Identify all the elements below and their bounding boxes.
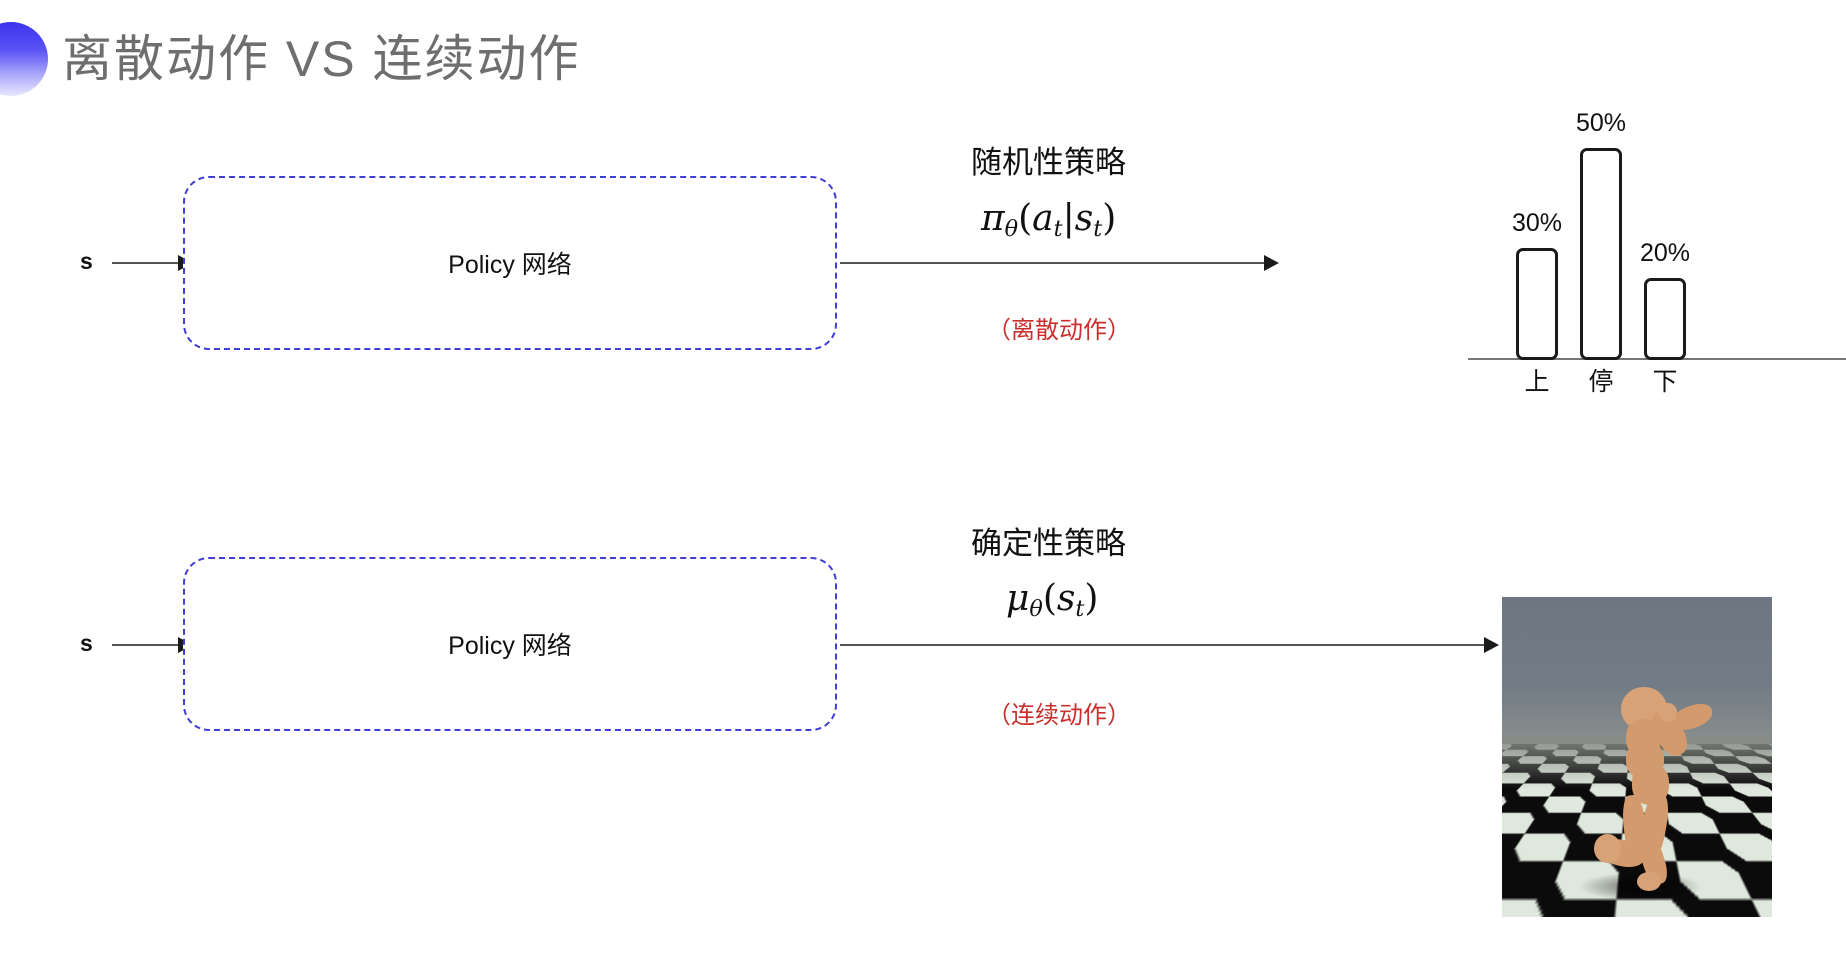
bar-category-up: 上	[1524, 362, 1549, 398]
output-arrow-line-discrete	[840, 262, 1270, 264]
bar-rect-down	[1644, 278, 1686, 360]
humanoid-knee-back	[1594, 834, 1621, 863]
humanoid-simulation-image	[1502, 597, 1772, 917]
output-arrow-head-continuous	[1484, 637, 1499, 653]
formula-close-paren: )	[1084, 578, 1098, 619]
formula-arg-subscript: t	[1075, 596, 1084, 622]
discrete-action-bar-chart: 30% 上 50% 停 20% 下	[1468, 96, 1846, 396]
formula-close-paren: )	[1102, 198, 1116, 239]
bar-value-stop: 50%	[1576, 109, 1626, 138]
policy-network-label-continuous: Policy 网络	[185, 626, 835, 662]
formula-arg-subscript: t	[1054, 216, 1063, 242]
policy-network-label-discrete: Policy 网络	[185, 245, 835, 281]
policy-network-box-discrete[interactable]: Policy 网络	[183, 176, 837, 350]
formula-subscript: θ	[1005, 216, 1018, 242]
formula-arg: s	[1057, 578, 1075, 619]
formula-cond-subscript: t	[1093, 216, 1102, 242]
policy-formula-discrete: πθ(at|st)	[981, 198, 1116, 242]
policy-type-name-discrete: 随机性策略	[971, 137, 1126, 182]
title-decoration-circle	[0, 22, 48, 96]
bar-rect-stop	[1580, 148, 1622, 360]
bar-category-stop: 停	[1588, 362, 1613, 398]
output-arrow-head-discrete	[1264, 255, 1279, 271]
page-title: 离散动作 VS 连续动作	[62, 22, 580, 96]
bar-value-up: 30%	[1512, 209, 1562, 238]
formula-open-paren: (	[1018, 198, 1032, 239]
input-arrow-line-continuous	[112, 644, 184, 646]
bar-rect-up	[1516, 248, 1558, 360]
humanoid-hand	[1659, 703, 1678, 722]
formula-symbol: μ	[1006, 578, 1029, 619]
formula-symbol: π	[981, 198, 1005, 239]
output-arrow-line-continuous	[840, 644, 1490, 646]
policy-formula-continuous: μθ(st)	[1006, 578, 1098, 622]
state-input-label-continuous: s	[80, 630, 93, 657]
input-arrow-line-discrete	[112, 262, 184, 264]
action-note-continuous: （连续动作）	[987, 695, 1131, 730]
bar-category-down: 下	[1652, 362, 1677, 398]
state-input-label-discrete: s	[80, 248, 93, 275]
policy-type-name-continuous: 确定性策略	[971, 518, 1126, 563]
action-note-discrete: （离散动作）	[987, 310, 1131, 345]
bar-value-down: 20%	[1640, 239, 1690, 268]
policy-network-box-continuous[interactable]: Policy 网络	[183, 557, 837, 731]
formula-arg: a	[1032, 198, 1053, 239]
formula-open-paren: (	[1043, 578, 1057, 619]
formula-conditional-bar: |	[1063, 198, 1075, 239]
formula-cond: s	[1075, 198, 1093, 239]
formula-subscript: θ	[1029, 596, 1042, 622]
